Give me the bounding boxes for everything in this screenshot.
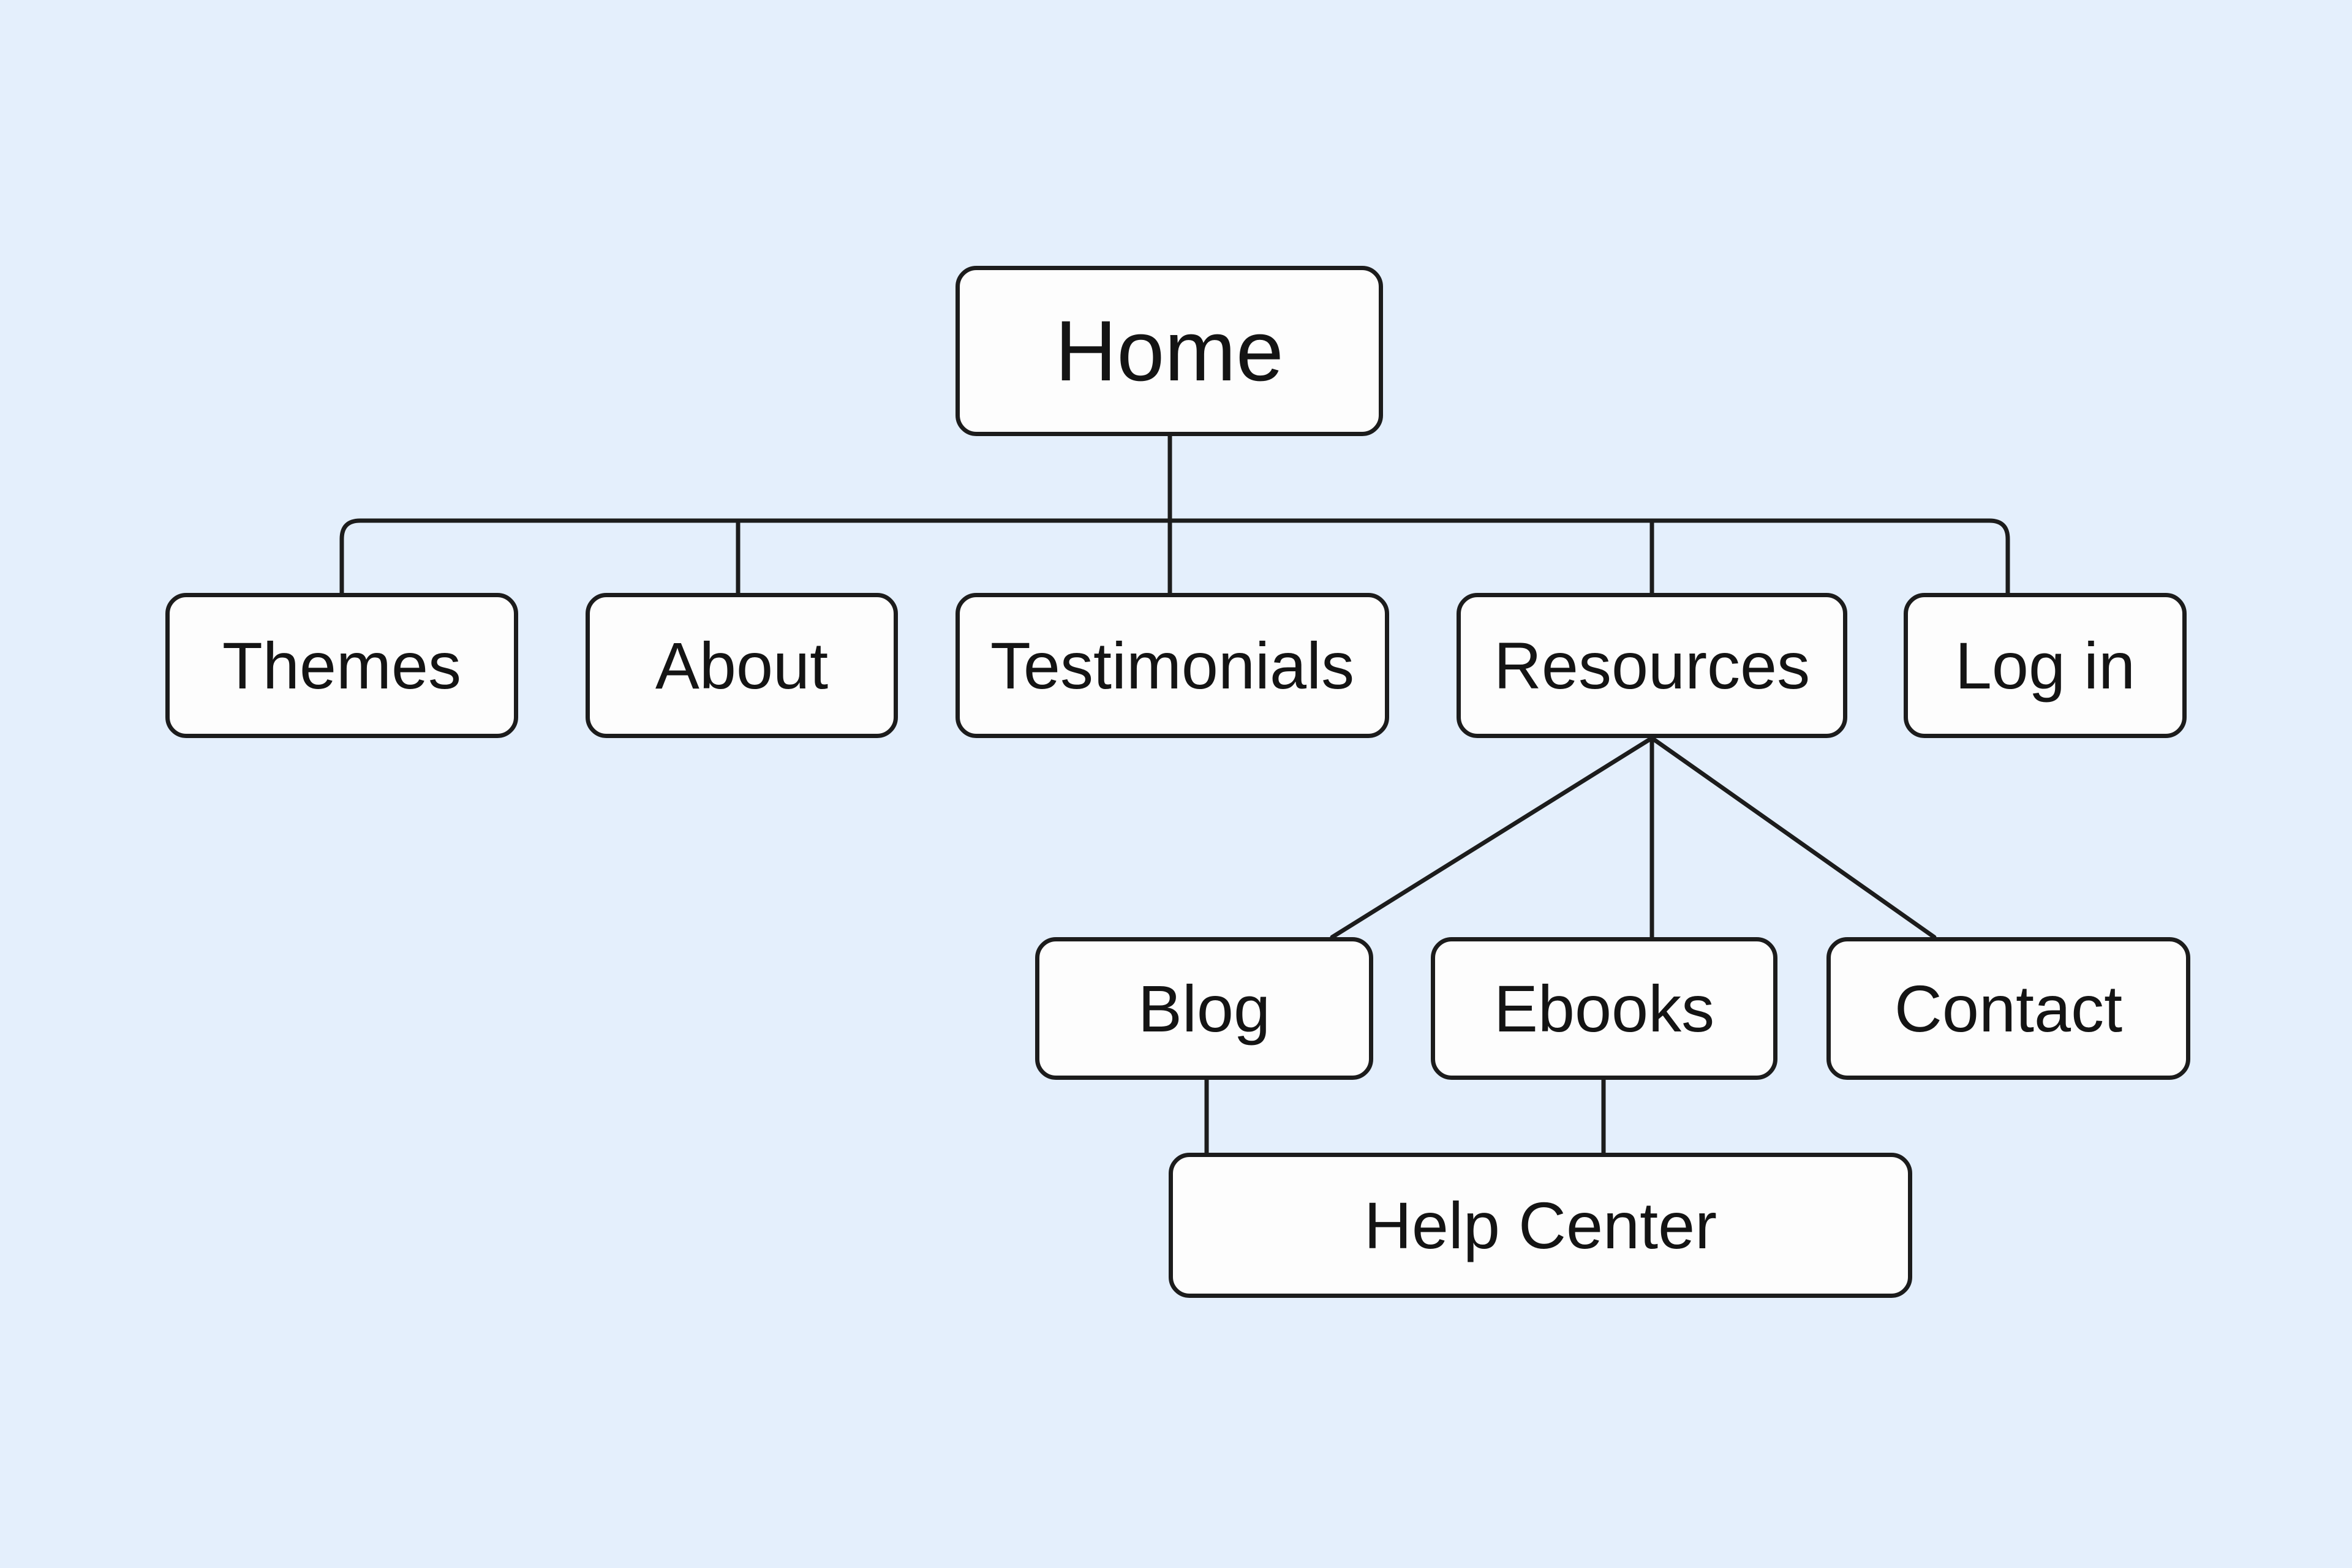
node-login[interactable]: Log in	[1904, 593, 2187, 738]
node-resources-label: Resources	[1493, 628, 1811, 703]
node-help-center[interactable]: Help Center	[1169, 1153, 1912, 1298]
node-themes-label: Themes	[222, 628, 462, 703]
node-resources[interactable]: Resources	[1457, 593, 1847, 738]
node-about-label: About	[655, 628, 829, 703]
connector-contact	[1649, 736, 1937, 940]
node-contact-label: Contact	[1894, 971, 2123, 1046]
node-ebooks-label: Ebooks	[1493, 971, 1715, 1046]
node-about[interactable]: About	[586, 593, 898, 738]
node-ebooks[interactable]: Ebooks	[1431, 937, 1777, 1080]
node-testimonials[interactable]: Testimonials	[956, 593, 1389, 738]
node-home-label: Home	[1055, 303, 1284, 399]
node-contact[interactable]: Contact	[1826, 937, 2190, 1080]
node-login-label: Log in	[1954, 628, 2136, 703]
node-help-center-label: Help Center	[1363, 1188, 1717, 1262]
node-themes[interactable]: Themes	[165, 593, 518, 738]
node-home[interactable]: Home	[956, 266, 1383, 436]
node-testimonials-label: Testimonials	[990, 628, 1355, 703]
node-blog-label: Blog	[1137, 971, 1271, 1046]
connector-blog	[1330, 736, 1654, 940]
node-blog[interactable]: Blog	[1035, 937, 1373, 1080]
connector-section-bus	[339, 518, 2010, 595]
